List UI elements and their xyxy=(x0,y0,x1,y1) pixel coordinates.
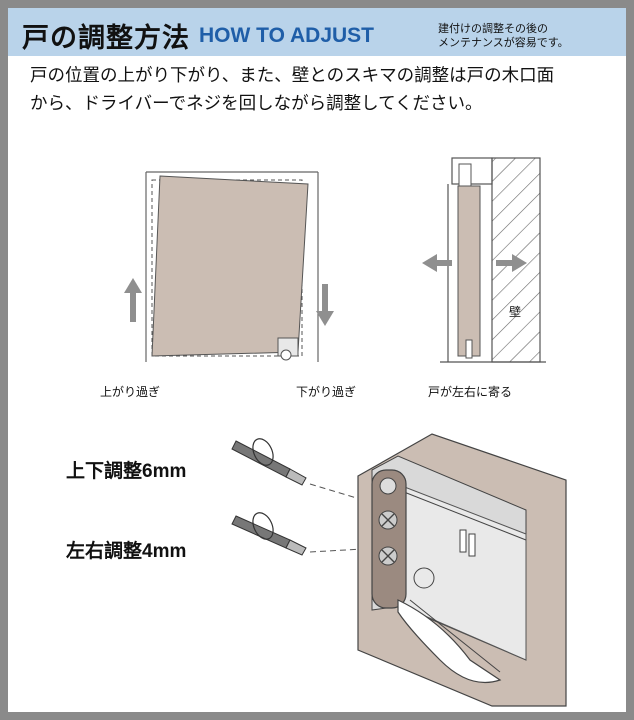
page-title: 戸の調整方法 xyxy=(22,23,190,54)
arrow-left-shaft xyxy=(436,260,452,266)
header-bar: 戸の調整方法 HOW TO ADJUST 建付けの調整その後の メンテナンスが容… xyxy=(8,8,626,56)
label-lateral-shift: 戸が左右に寄る xyxy=(428,385,513,399)
arrow-up-icon xyxy=(124,278,142,293)
intro-line2: から、ドライバーでネジを回しながら調整してください。 xyxy=(30,94,483,114)
arrow-right-shaft xyxy=(496,260,513,266)
label-too-low: 下がり過ぎ xyxy=(296,385,357,399)
screwdriver-lower xyxy=(231,512,381,556)
arrow-up-shaft xyxy=(130,292,136,322)
roller-wheel-large xyxy=(397,599,502,684)
door-panel-tilted xyxy=(151,175,309,357)
roller-wheel xyxy=(280,349,292,361)
wall-label: 壁 xyxy=(509,305,522,319)
door-end-3d xyxy=(357,433,567,707)
arrow-down-icon xyxy=(316,311,334,326)
door-edge xyxy=(457,185,481,357)
arrow-left-icon xyxy=(422,254,437,272)
arrow-right-icon xyxy=(512,254,527,272)
label-vertical-adjust: 上下調整6mm xyxy=(66,461,187,482)
page-title-english: HOW TO ADJUST xyxy=(199,24,375,47)
adjust-plate xyxy=(371,469,407,609)
header-note-line1: 建付けの調整その後の xyxy=(438,22,548,35)
arrow-down-shaft xyxy=(322,284,328,312)
intro-text: 戸の位置の上がり下がり、また、壁とのスキマの調整は戸の木口面 から、ドライバーで… xyxy=(30,62,620,118)
label-horizontal-adjust: 左右調整4mm xyxy=(66,541,187,562)
header-note-line2: メンテナンスが容易です。 xyxy=(438,36,569,49)
door-gap-diagram xyxy=(422,157,546,363)
intro-line1: 戸の位置の上がり下がり、また、壁とのスキマの調整は戸の木口面 xyxy=(30,66,555,86)
header-note: 建付けの調整その後の メンテナンスが容易です。 xyxy=(438,22,569,50)
label-too-high: 上がり過ぎ xyxy=(100,385,161,399)
door-tilt-diagram xyxy=(124,171,334,362)
